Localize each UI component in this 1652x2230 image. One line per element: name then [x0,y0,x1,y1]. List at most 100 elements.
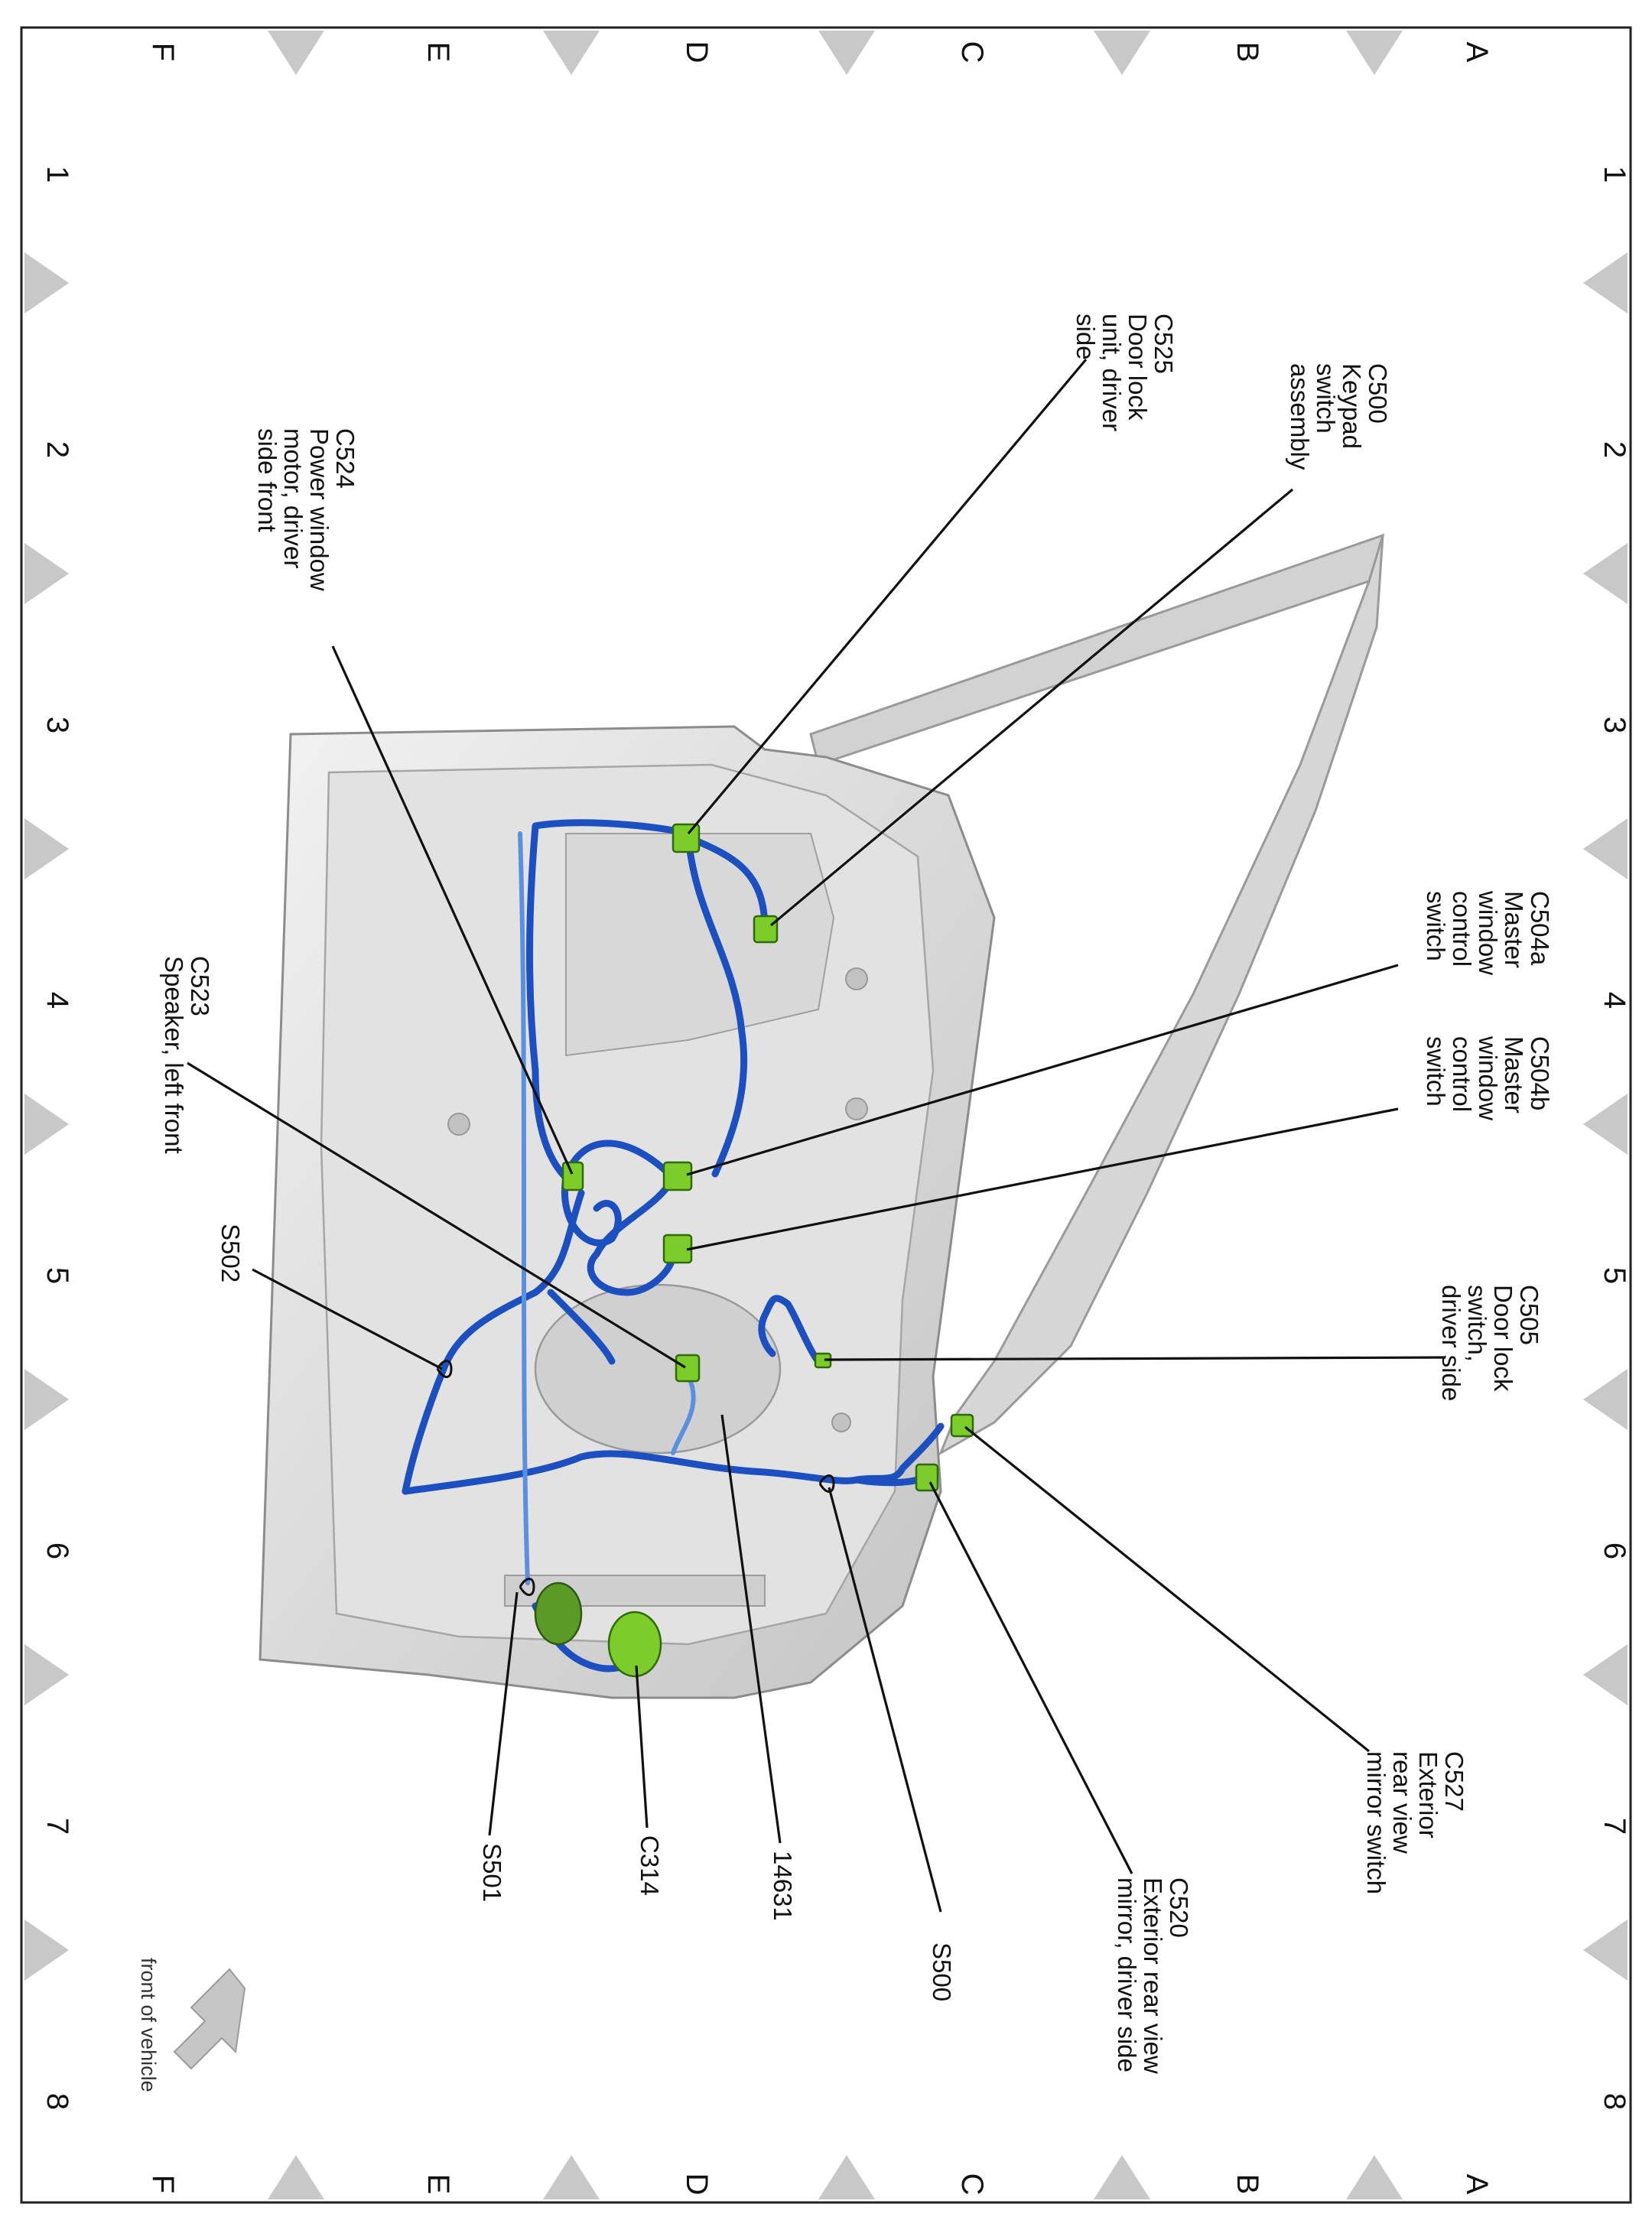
grid-row-label: E [421,2174,455,2195]
splice-s501-shape [519,1578,535,1596]
c504a-desc: control [1448,891,1476,967]
c525-code: C525 [1150,314,1178,374]
c523-code: C523 [186,956,214,1016]
grid-column-label: 8 [1598,2093,1631,2110]
c504b-code: C504b [1526,1036,1554,1110]
grid-column-label: 6 [41,1542,74,1559]
c505-desc: driver side [1437,1285,1465,1401]
c504a-desc: switch [1422,891,1450,961]
grid-row-label: D [680,41,714,63]
c500-desc: assembly [1286,363,1314,470]
callout-c520: C520 Exterior rear view mirror, driver s… [1113,1877,1193,2074]
c504b-desc: Master [1500,1036,1528,1113]
c314-code: C314 [636,1835,664,1896]
c525-desc: unit, driver [1098,314,1126,431]
connector-c520-shape [915,1463,939,1492]
grid-row-label: F [146,43,180,61]
c527-code: C527 [1440,1751,1468,1812]
callout-c525: C525 Door lock unit, driver side [1072,314,1178,431]
grid-column-label: 4 [1598,992,1631,1009]
grid-row-label: C [955,2173,989,2196]
diagram-border [20,26,1632,2204]
callout-c527: C527 Exterior rear view mirror switch [1362,1751,1468,1894]
callout-14631: 14631 [769,1851,797,1921]
grid-row-label: C [955,41,989,63]
s502-code: S502 [216,1224,245,1282]
n14631-code: 14631 [769,1851,797,1921]
grid-column-label: 6 [1598,1542,1631,1559]
c504a-code: C504a [1526,891,1554,966]
grid-row-labels-bottom: A B C D E F [146,2173,1494,2196]
c527-desc: rear view [1388,1751,1416,1854]
grid-column-label: 5 [1598,1267,1631,1284]
c524-desc: side front [253,428,281,532]
c524-desc: motor, driver [279,428,307,568]
grid-column-label: 1 [41,166,74,183]
connector-c527-shape [950,1413,974,1438]
grid-column-label: 3 [1598,717,1631,733]
connectors [436,823,974,1678]
front-of-vehicle-indicator: front of vehicle [137,1958,246,2092]
connector-c314-shape [607,1611,662,1678]
s500-code: S500 [928,1942,956,2001]
c527-desc: Exterior [1414,1751,1442,1838]
c504b-desc: switch [1422,1036,1450,1107]
grid-row-label: A [1460,42,1494,63]
c505-desc: Door lock [1489,1285,1517,1392]
grid-column-label: 8 [41,2093,74,2110]
connector-c524-shape [561,1161,584,1191]
grid-row-labels-top: A B C D E F [146,41,1494,63]
splice-s502-shape [436,1360,453,1378]
grid-column-label: 2 [41,441,74,458]
wiring-harness [402,819,945,1672]
connector-c500-shape [753,915,779,944]
connector-c523-shape [675,1354,701,1383]
front-of-vehicle-label: front of vehicle [137,1958,160,2092]
callout-s501: S501 [478,1843,506,1902]
c524-code: C524 [331,428,359,489]
c500-desc: switch [1312,363,1340,434]
c520-desc: mirror, driver side [1113,1877,1141,2072]
c504b-desc: window [1474,1035,1502,1120]
grid-row-label: B [1231,2174,1264,2195]
c525-desc: side [1072,314,1100,360]
grid-markers [24,31,1628,2199]
callout-c505: C505 Door lock switch, driver side [1437,1285,1543,1401]
callout-c504a: C504a Master window control switch [1422,890,1554,975]
s501-code: S501 [478,1843,506,1902]
c525-desc: Door lock [1124,314,1152,421]
connector-c525-shape [672,823,701,853]
c500-desc: Keypad [1338,363,1366,449]
c527-desc: mirror switch [1362,1751,1390,1894]
callout-c524: C524 Power window motor, driver side fro… [253,428,359,591]
c505-desc: switch, [1463,1285,1491,1362]
c520-code: C520 [1165,1877,1193,1938]
grid-column-labels-left: 1 2 3 4 5 6 7 8 [41,166,74,2110]
callout-c314: C314 [636,1835,664,1896]
callout-s502: S502 [216,1224,245,1282]
grid-column-labels-right: 1 2 3 4 5 6 7 8 [1598,166,1631,2110]
splice-s500-shape [818,1474,835,1493]
c504a-desc: window [1474,890,1502,975]
c504a-desc: Master [1500,891,1528,968]
grid-column-label: 7 [1598,1818,1631,1835]
callout-c500: C500 Keypad switch assembly [1286,363,1392,470]
door-panel [259,533,1385,1699]
grid-column-label: 3 [41,717,74,733]
grid-column-label: 7 [41,1818,74,1835]
grid-row-label: F [146,2175,180,2193]
grid-column-label: 2 [1598,441,1631,458]
callout-c523: C523 Speaker, left front [160,956,214,1154]
grid-column-label: 5 [41,1267,74,1284]
connector-c504a-shape [662,1161,693,1191]
arrow-icon [173,1968,246,2070]
c524-desc: Power window [305,428,333,591]
c500-code: C500 [1364,363,1392,424]
callout-c504b: C504b Master window control switch [1422,1035,1554,1120]
grid-row-label: D [680,2173,714,2196]
c523-desc: Speaker, left front [160,956,188,1154]
c505-code: C505 [1515,1285,1543,1345]
leader-lines [187,358,1446,1913]
grid-row-label: A [1460,2174,1494,2195]
